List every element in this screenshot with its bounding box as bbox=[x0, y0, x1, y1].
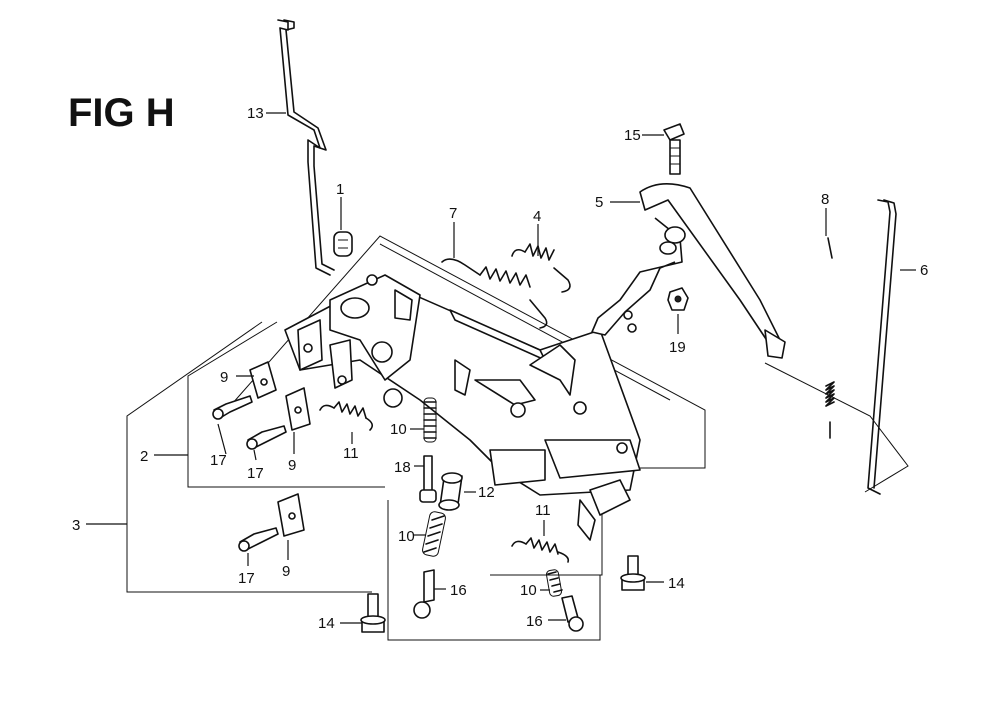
callout-10-middle: 10 bbox=[398, 528, 415, 545]
callout-19: 19 bbox=[669, 339, 686, 356]
callout-14-lower: 14 bbox=[318, 615, 335, 632]
callout-13: 13 bbox=[247, 105, 264, 122]
part-9-clip-middle bbox=[285, 387, 311, 431]
assembly-outline-main bbox=[231, 235, 706, 641]
callout-labels: 13 1 7 4 15 5 8 6 19 9 17 17 9 2 11 10 1… bbox=[72, 105, 928, 632]
callout-5: 5 bbox=[595, 194, 603, 211]
callout-9-upper: 9 bbox=[220, 369, 228, 386]
callout-17-c: 17 bbox=[238, 570, 255, 587]
part-13-rod bbox=[277, 19, 335, 276]
part-8-cable bbox=[825, 237, 835, 439]
part-10-spring-lower bbox=[545, 569, 563, 597]
part-14-bolt-lower bbox=[360, 593, 386, 633]
assembly-outline-right bbox=[764, 362, 909, 493]
part-4-spring bbox=[511, 243, 571, 293]
part-1-clip bbox=[333, 231, 353, 257]
part-15-screw bbox=[663, 123, 685, 175]
callout-4: 4 bbox=[533, 208, 541, 225]
callout-7: 7 bbox=[449, 205, 457, 222]
part-17-screw-c bbox=[238, 527, 279, 552]
callout-11-lower: 11 bbox=[535, 502, 551, 519]
callout-9-lower: 9 bbox=[282, 563, 290, 580]
callout-16-left: 16 bbox=[450, 582, 467, 599]
part-17-screw-b bbox=[246, 425, 287, 450]
callout-18: 18 bbox=[394, 459, 411, 476]
part-7-spring bbox=[441, 258, 548, 329]
part-12-sleeve bbox=[438, 472, 463, 511]
callout-6: 6 bbox=[920, 262, 928, 279]
main-control-bracket bbox=[284, 274, 641, 541]
part-17-screw-a bbox=[212, 395, 253, 420]
part-9-clip-upper bbox=[249, 361, 277, 399]
callout-8: 8 bbox=[821, 191, 829, 208]
callout-10-upper: 10 bbox=[390, 421, 407, 438]
part-11-spring-upper bbox=[319, 401, 374, 431]
part-14-bolt-right bbox=[620, 555, 646, 591]
callout-17-b: 17 bbox=[247, 465, 264, 482]
callout-14-right: 14 bbox=[668, 575, 685, 592]
callout-2: 2 bbox=[140, 448, 148, 465]
part-5-lever bbox=[591, 183, 786, 359]
part-10-spring-upper bbox=[423, 397, 437, 443]
callout-12: 12 bbox=[478, 484, 495, 501]
part-19-nut bbox=[667, 287, 689, 311]
callout-15: 15 bbox=[624, 127, 641, 144]
assembly-bracket-3 bbox=[126, 321, 372, 593]
part-18-screw bbox=[419, 455, 437, 503]
callout-17-a: 17 bbox=[210, 452, 227, 469]
callout-16-right: 16 bbox=[526, 613, 543, 630]
callout-9-middle: 9 bbox=[288, 457, 296, 474]
part-9-clip-lower bbox=[277, 493, 305, 537]
part-16-screw-left bbox=[413, 569, 435, 619]
part-11-spring-lower bbox=[511, 537, 570, 563]
part-6-rod bbox=[867, 199, 897, 495]
callout-11-upper: 11 bbox=[343, 445, 359, 462]
part-16-screw-right bbox=[561, 595, 584, 632]
callout-3: 3 bbox=[72, 517, 80, 534]
part-10-spring-middle bbox=[422, 511, 446, 557]
figure-title: FIG H bbox=[68, 91, 175, 135]
assembly-bracket-2 bbox=[187, 321, 385, 488]
leader-lines bbox=[86, 112, 916, 624]
callout-10-lower: 10 bbox=[520, 582, 537, 599]
callout-1: 1 bbox=[336, 181, 344, 198]
